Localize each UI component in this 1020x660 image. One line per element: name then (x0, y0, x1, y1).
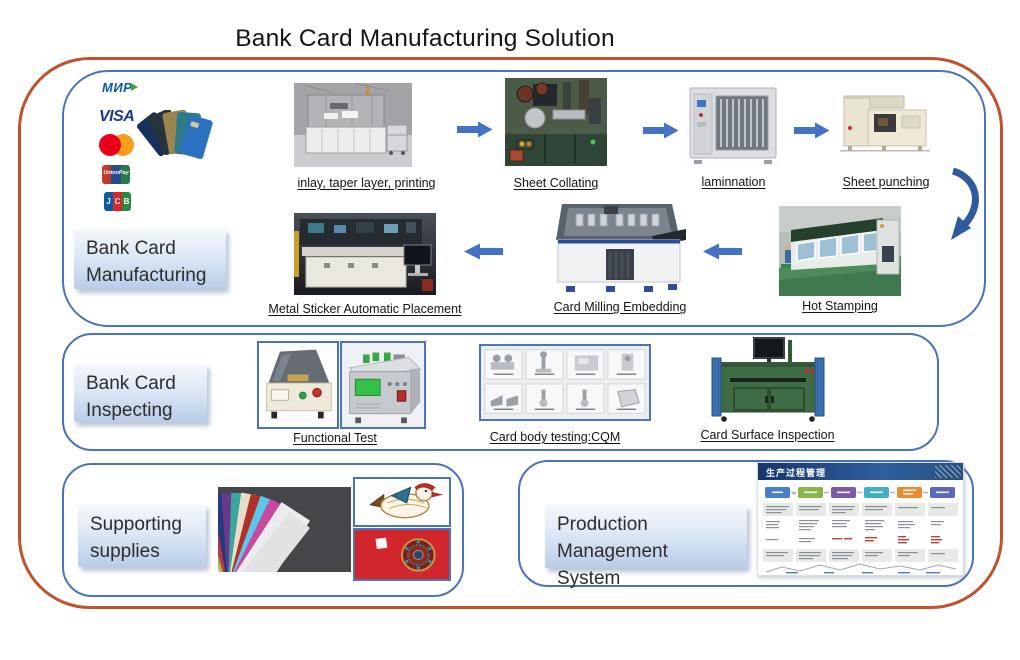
flow-arrow-left-icon (702, 243, 742, 260)
visa-logo: VISA (99, 108, 135, 125)
mir-logo: МИР (102, 80, 139, 95)
mastercard-red-circle-icon (99, 134, 121, 156)
card-milling-embedding-photo (552, 196, 686, 296)
inspecting-label: Bank Card Inspecting (74, 364, 207, 422)
color-sheets-photo (218, 487, 351, 572)
functional-test-photo-2 (340, 341, 426, 429)
flow-arrow-left-icon (463, 243, 503, 260)
supplies-label: Supporting supplies (78, 505, 206, 567)
jcb-b-stripe-icon: B (122, 192, 131, 211)
unionpay-blue-stripe-icon (111, 165, 121, 184)
step-label-inlay: inlay, taper layer, printing (297, 176, 436, 190)
bank-cards-fan-photo (136, 110, 218, 170)
inspect-label-card-surface: Card Surface Inspection (700, 428, 835, 442)
mastercard-logo (99, 134, 135, 156)
hot-stamping-photo (779, 206, 901, 296)
metal-sticker-placement-photo (294, 213, 436, 295)
sheet-punching-photo (836, 86, 933, 161)
manufacturing-label: Bank Card Manufacturing (74, 229, 226, 289)
section-production-management (518, 460, 974, 587)
section-supporting-supplies (62, 463, 464, 597)
unionpay-logo: UnionPay (102, 165, 130, 184)
red-card-medallion-photo (353, 528, 451, 581)
flow-arrow-right-icon (643, 122, 679, 139)
inspect-label-card-body-testing: Card body testing:CQM (489, 430, 621, 444)
pms-label: Production Management System (545, 505, 747, 589)
pms-screenshot-body (758, 480, 963, 575)
flow-arrow-right-icon (794, 122, 830, 139)
jcb-c-stripe-icon: C (113, 192, 122, 211)
mir-arrow-icon (131, 83, 139, 91)
step-label-sheet-collating: Sheet Collating (513, 176, 599, 190)
step-label-hot-stamping: Hot Stamping (802, 299, 878, 313)
outer-border (18, 57, 1003, 609)
inspect-label-functional-test: Functional Test (293, 431, 377, 445)
card-body-testing-photo (479, 344, 651, 421)
inlay-taper-printing-photo (294, 83, 412, 167)
flow-arrow-curved-down-icon (941, 166, 983, 248)
step-label-card-milling: Card Milling Embedding (553, 300, 687, 314)
flow-arrow-right-icon (457, 121, 493, 138)
sheet-collating-photo (505, 78, 607, 166)
card-surface-inspection-photo (704, 336, 832, 426)
step-label-sheet-punching: Sheet punching (842, 175, 930, 189)
functional-test-photo-1 (257, 341, 339, 429)
step-label-lamination: laminnation (701, 175, 766, 189)
unionpay-red-stripe-icon (102, 165, 112, 184)
jcb-logo: J C B (104, 192, 131, 211)
section-bank-card-manufacturing (62, 70, 986, 327)
unionpay-green-stripe-icon (120, 165, 130, 184)
section-bank-card-inspecting (62, 333, 939, 451)
page-title: Bank Card Manufacturing Solution (235, 25, 615, 52)
pms-screenshot: 生产过程管理 (757, 462, 964, 576)
pms-screenshot-header: 生产过程管理 (758, 463, 963, 480)
jcb-j-stripe-icon: J (104, 192, 113, 211)
pms-screen-title: 生产过程管理 (766, 468, 827, 478)
metal-sticker-duck-photo (353, 477, 451, 527)
step-label-metal-sticker: Metal Sticker Automatic Placement (268, 302, 462, 316)
lamination-photo (686, 84, 781, 166)
